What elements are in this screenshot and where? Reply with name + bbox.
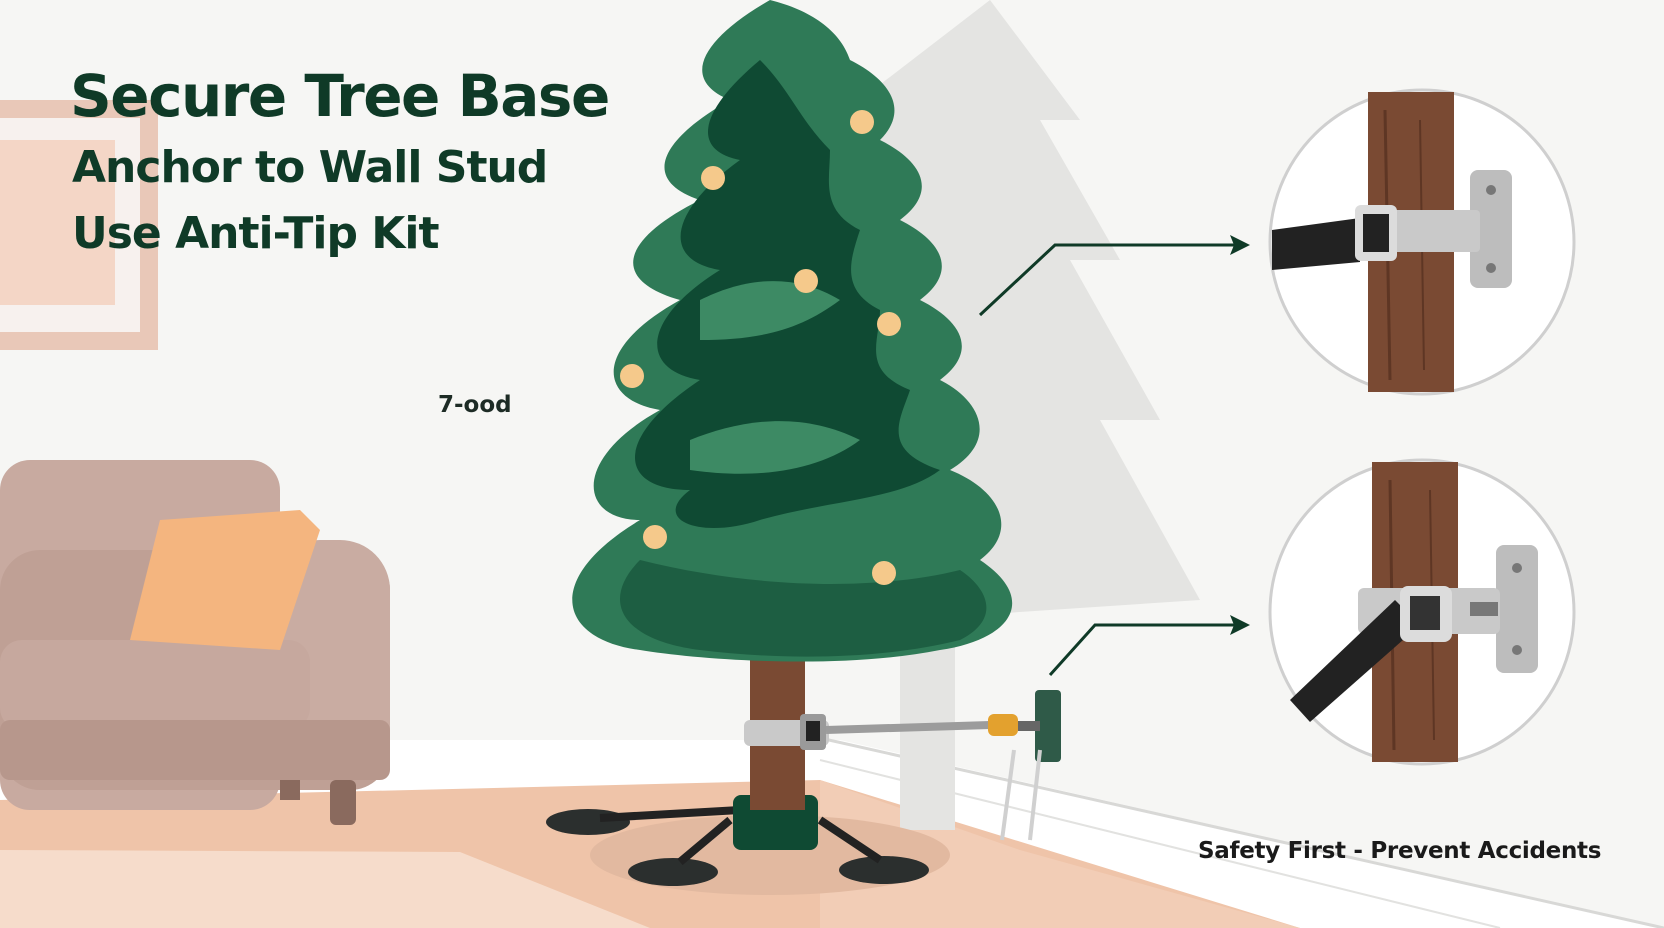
rug (0, 850, 650, 928)
instruction-anchor: Anchor to Wall Stud (72, 142, 548, 193)
wall-floor-line (819, 736, 1664, 928)
sofa (0, 460, 390, 825)
detail-circle-bottom (1268, 458, 1576, 766)
instruction-anti-tip: Use Anti-Tip Kit (72, 208, 439, 259)
arrow-head-top (1230, 235, 1250, 255)
page-title: Secure Tree Base (70, 62, 610, 130)
annotation-label: 7-ood (438, 392, 512, 418)
strap-icon (744, 714, 1018, 750)
wall-anchor-icon (1000, 690, 1061, 841)
arrow-icon (978, 243, 1235, 677)
tree-icon (572, 0, 1013, 662)
ornaments (620, 110, 901, 585)
wall-frame-art (0, 140, 115, 305)
footer-caption: Safety First - Prevent Accidents (1198, 838, 1602, 864)
detail-circle-top (1268, 88, 1576, 396)
floor-right (820, 780, 1300, 928)
sofa-pillow (130, 510, 320, 650)
arrow-head-bottom (1230, 615, 1250, 635)
